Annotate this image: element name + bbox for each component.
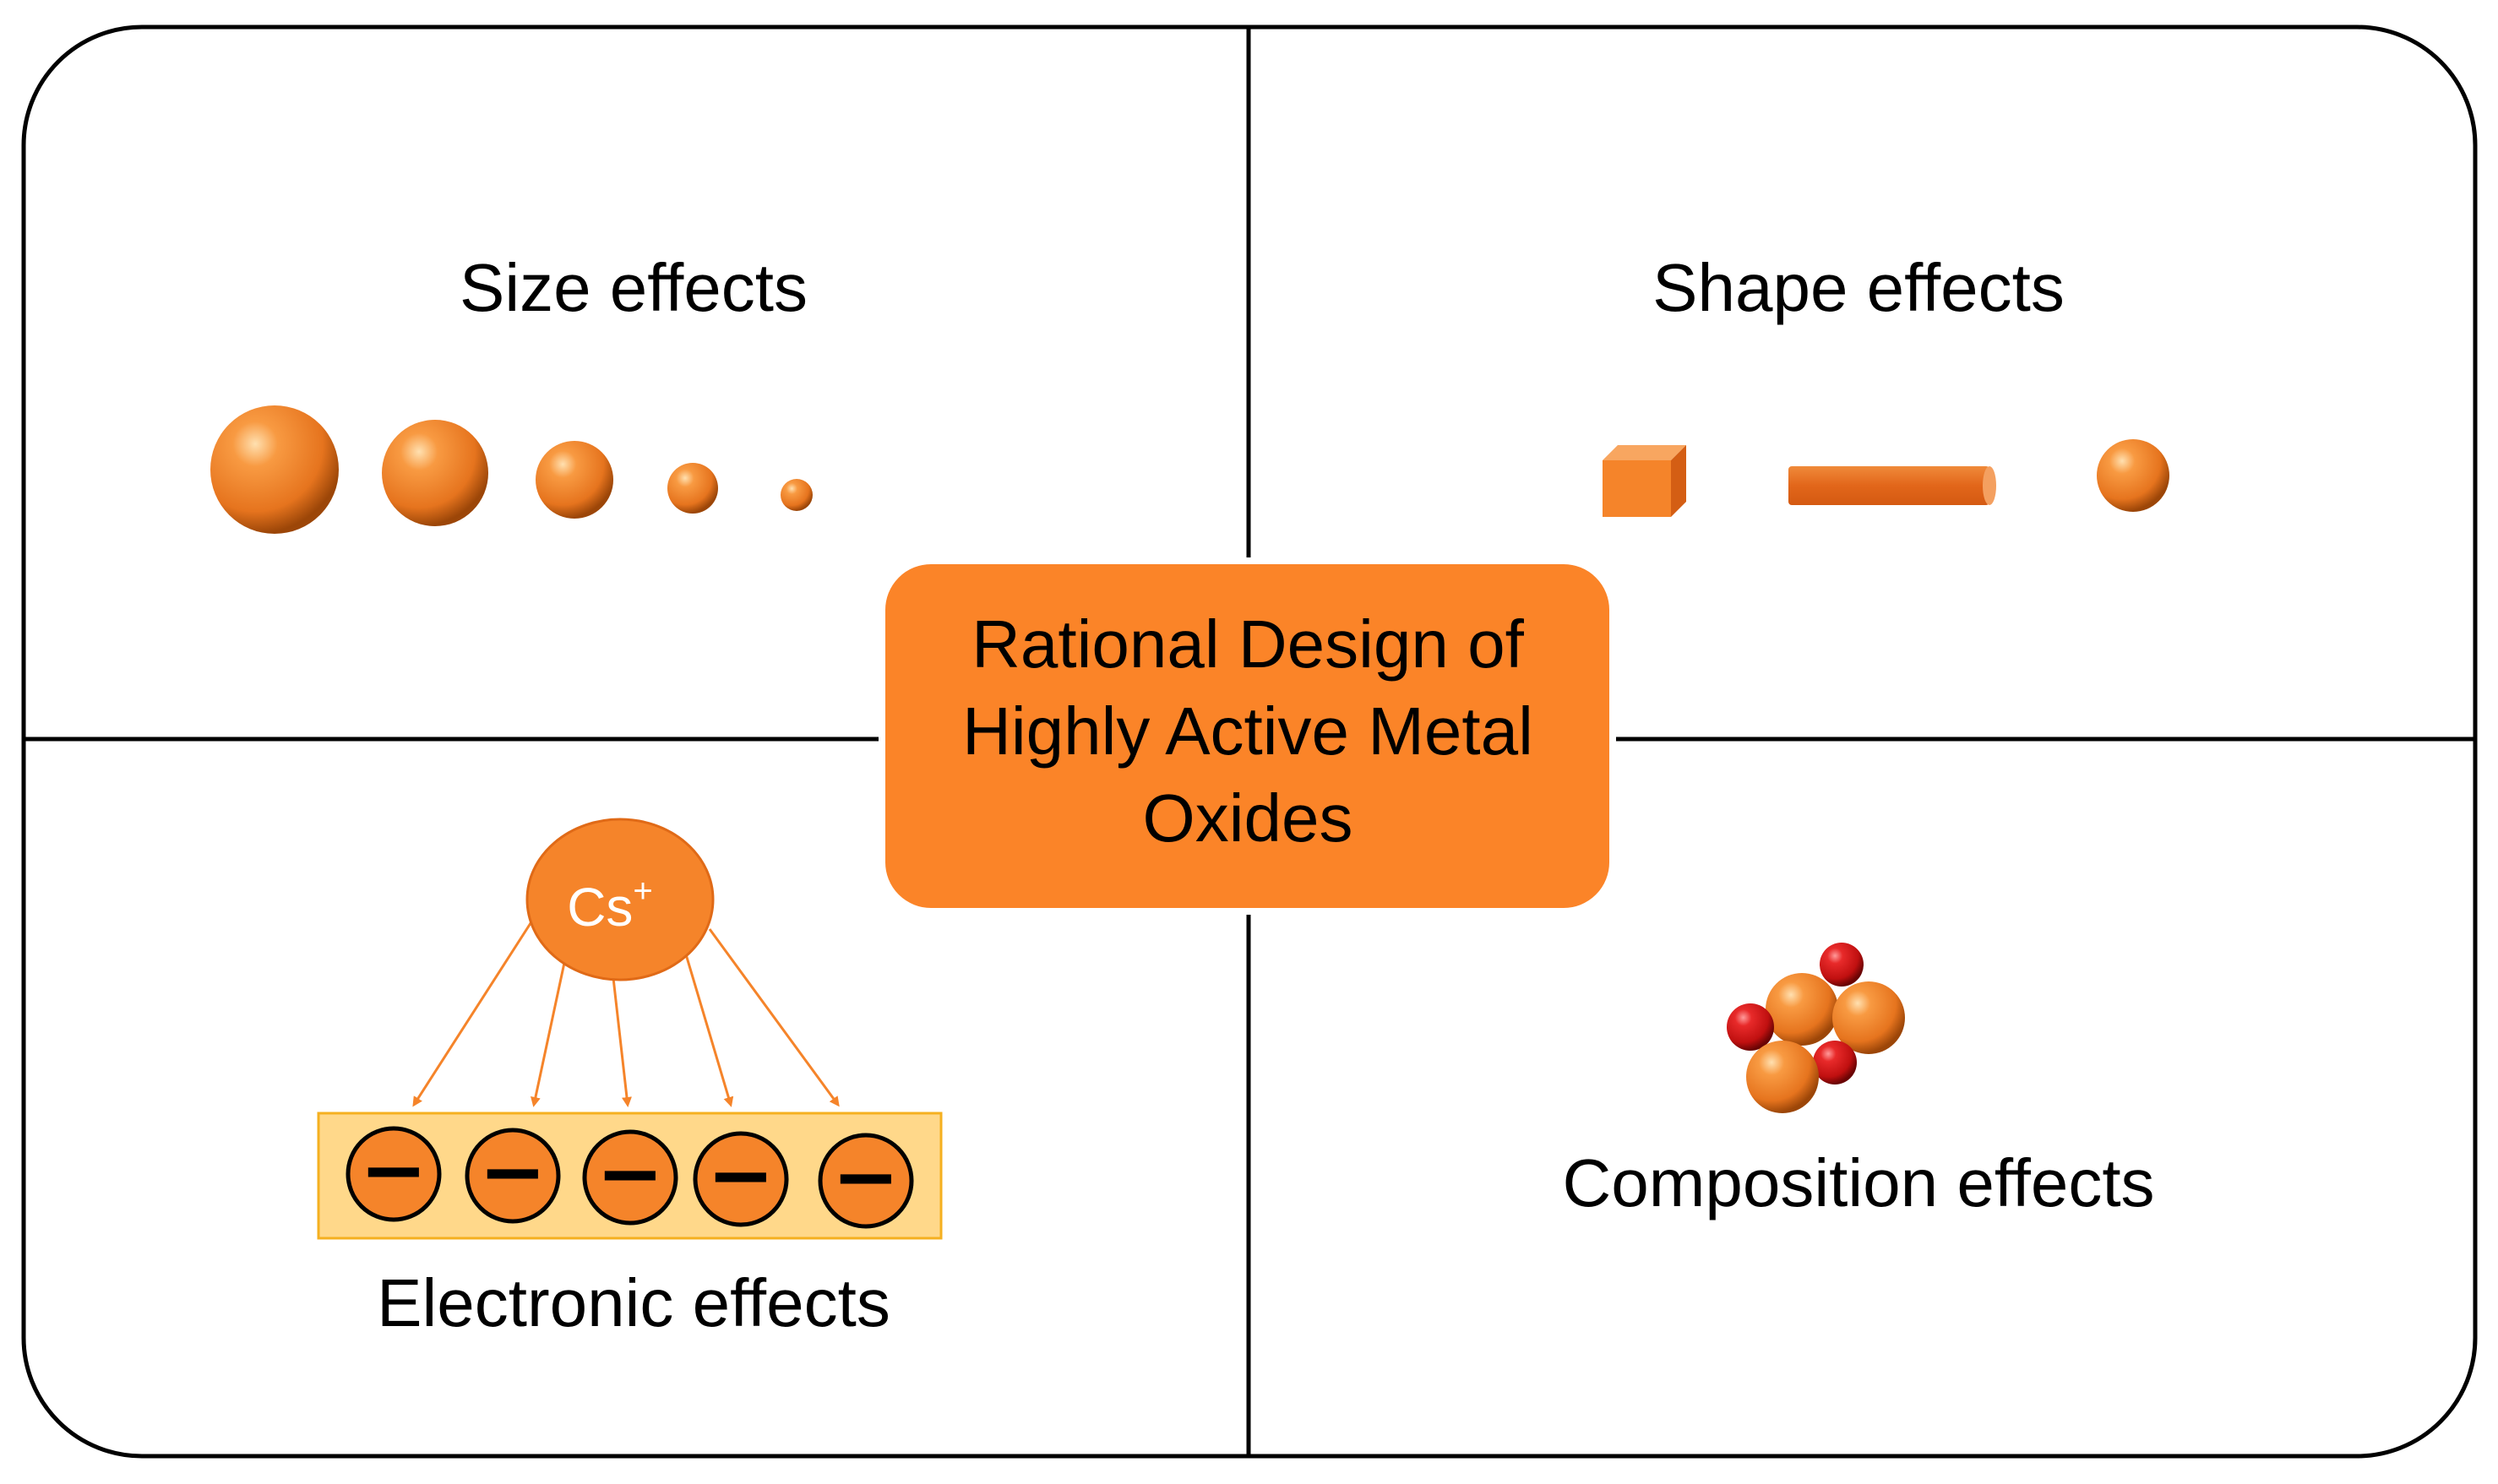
electron-symbol: −	[707, 1128, 775, 1222]
arrow-4	[684, 954, 734, 1107]
orange-atom	[1832, 981, 1905, 1054]
composition-effects-panel: Composition effects	[1562, 943, 2155, 1220]
size-effects-title: Size effects	[460, 250, 808, 325]
sphere-l	[382, 420, 488, 526]
center-title-line-1: Rational Design of	[971, 606, 1524, 682]
size-spheres	[210, 405, 813, 534]
electron-3: −	[582, 1126, 678, 1226]
electron-symbol: −	[479, 1124, 547, 1219]
arrow-2	[531, 962, 566, 1107]
arrow-5	[708, 928, 840, 1107]
red-atom	[1727, 1003, 1774, 1051]
composition-cluster	[1727, 943, 1905, 1113]
cs-cation-label: Cs+	[567, 872, 653, 938]
electrons: − − − − −	[346, 1123, 914, 1229]
arrow-1	[412, 920, 534, 1107]
orange-atom	[1766, 973, 1838, 1046]
sphere-shape	[2097, 439, 2169, 512]
cs-cation-circle	[525, 818, 715, 981]
shape-effects-panel: Shape effects	[1603, 250, 2169, 517]
cs-cation-charge: +	[633, 872, 652, 910]
electron-4: −	[693, 1128, 789, 1227]
center-title-line-3: Oxides	[1143, 780, 1353, 856]
rod-shape	[1788, 466, 1996, 505]
arrow-3	[612, 977, 632, 1107]
electron-1: −	[346, 1123, 442, 1222]
donation-arrows	[412, 920, 840, 1107]
orange-atom	[1746, 1041, 1819, 1113]
sphere-m	[536, 441, 613, 519]
composition-effects-title: Composition effects	[1562, 1145, 2154, 1220]
shape-effects-title: Shape effects	[1652, 250, 2065, 325]
center-title-box: Rational Design of Highly Active Metal O…	[879, 557, 1616, 915]
electronic-effects-title: Electronic effects	[377, 1265, 890, 1340]
electronic-effects-panel: Cs+ − − − − − Electro	[317, 818, 943, 1340]
sphere-s	[667, 463, 718, 514]
sphere-xs	[781, 479, 813, 511]
red-atom	[1820, 943, 1864, 987]
cube-shape	[1603, 445, 1686, 517]
electron-2: −	[465, 1124, 561, 1224]
electron-5: −	[818, 1129, 914, 1229]
electron-symbol: −	[360, 1123, 427, 1217]
center-title-line-2: Highly Active Metal	[962, 693, 1533, 769]
electron-symbol: −	[832, 1129, 900, 1224]
size-effects-panel: Size effects	[210, 250, 813, 534]
sphere-xl	[210, 405, 339, 534]
electron-symbol: −	[596, 1126, 664, 1220]
red-atom	[1813, 1041, 1857, 1084]
